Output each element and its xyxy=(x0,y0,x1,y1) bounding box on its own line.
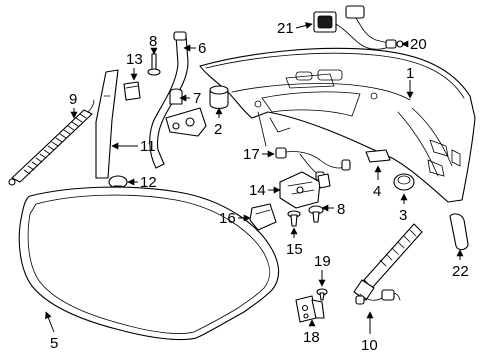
callout-12: 12 xyxy=(140,174,157,191)
callout-7: 7 xyxy=(193,90,201,107)
hinge-bracket xyxy=(165,88,207,137)
screw-15 xyxy=(287,210,301,227)
callout-2: 2 xyxy=(214,121,222,138)
latch-bracket xyxy=(249,203,277,231)
bumper-block xyxy=(365,149,391,163)
gas-spring-left xyxy=(8,99,95,186)
callout-21: 21 xyxy=(277,20,294,37)
weatherstrip xyxy=(18,186,280,341)
callout-9: 9 xyxy=(69,91,77,108)
callout-labels: 1 2 3 4 5 6 7 8 8 9 10 11 12 13 14 15 16… xyxy=(50,20,469,354)
round-bumper xyxy=(393,173,415,191)
callout-18: 18 xyxy=(303,329,320,346)
callout-14: 14 xyxy=(249,182,266,199)
callout-3: 3 xyxy=(399,207,407,224)
deck-lid xyxy=(199,47,476,203)
callout-17: 17 xyxy=(243,146,260,163)
latch-assembly xyxy=(279,171,331,209)
callout-22: 22 xyxy=(452,263,469,280)
wiring-harness-20 xyxy=(345,5,404,49)
strut-bracket xyxy=(95,69,119,179)
leader-lines xyxy=(45,22,464,334)
callout-13: 13 xyxy=(126,51,143,68)
callout-8-upper: 8 xyxy=(149,33,157,50)
callout-15: 15 xyxy=(286,241,303,258)
callout-10: 10 xyxy=(361,337,378,354)
callout-20: 20 xyxy=(410,36,427,53)
clip-19 xyxy=(316,288,328,301)
callout-1: 1 xyxy=(406,65,414,82)
trim-cap xyxy=(449,213,469,251)
striker-bracket xyxy=(295,295,325,323)
callout-16: 16 xyxy=(219,210,236,227)
callout-11: 11 xyxy=(140,138,156,155)
callout-8-lower: 8 xyxy=(337,201,345,218)
gas-spring-right xyxy=(353,223,423,305)
bumper-stop xyxy=(209,85,229,110)
callout-19: 19 xyxy=(314,253,331,270)
callout-6: 6 xyxy=(198,40,206,57)
camera-module xyxy=(313,11,387,50)
wiring-harness-17 xyxy=(275,147,351,181)
bolt-lower xyxy=(308,205,324,223)
callout-4: 4 xyxy=(373,183,381,200)
bolt-upper xyxy=(147,53,161,76)
clip-13 xyxy=(123,81,141,101)
callout-5: 5 xyxy=(50,335,58,352)
